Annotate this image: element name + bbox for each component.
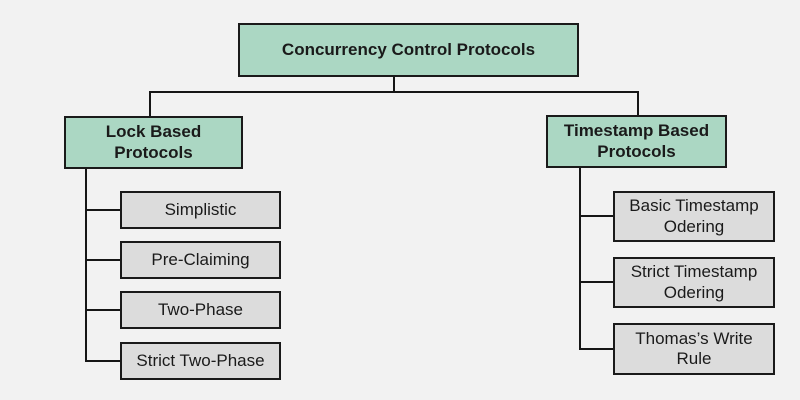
connector-left-stub-4 bbox=[85, 360, 120, 362]
connector-right-stub-3 bbox=[579, 348, 613, 350]
node-basic-timestamp-odering: Basic Timestamp Odering bbox=[613, 191, 775, 242]
node-strict-two-phase: Strict Two-Phase bbox=[120, 342, 281, 380]
connector-right-trunk bbox=[579, 167, 581, 350]
connector-left-stub-1 bbox=[85, 209, 120, 211]
connector-left-trunk bbox=[85, 168, 87, 362]
node-thomas-write-rule: Thomas’s Write Rule bbox=[613, 323, 775, 375]
connector-right-stub-2 bbox=[579, 281, 613, 283]
node-lock-based-protocols: Lock Based Protocols bbox=[64, 116, 243, 169]
node-two-phase: Two-Phase bbox=[120, 291, 281, 329]
node-pre-claiming: Pre-Claiming bbox=[120, 241, 281, 279]
node-timestamp-based-protocols: Timestamp Based Protocols bbox=[546, 115, 727, 168]
node-simplistic: Simplistic bbox=[120, 191, 281, 229]
connector-right-stub-1 bbox=[579, 215, 613, 217]
connector-top-horizontal bbox=[149, 91, 639, 93]
node-strict-timestamp-odering: Strict Timestamp Odering bbox=[613, 257, 775, 308]
connector-root-stem bbox=[393, 77, 395, 93]
connector-left-stub-3 bbox=[85, 309, 120, 311]
connector-right-branch-drop bbox=[637, 91, 639, 116]
connector-left-branch-drop bbox=[149, 91, 151, 117]
node-root: Concurrency Control Protocols bbox=[238, 23, 579, 77]
connector-left-stub-2 bbox=[85, 259, 120, 261]
